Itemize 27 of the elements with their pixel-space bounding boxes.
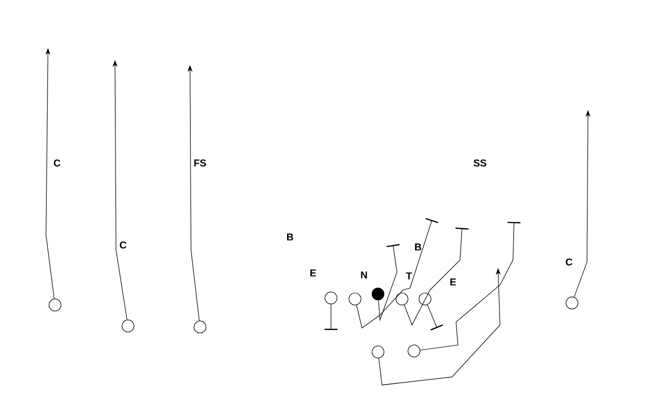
player-circle xyxy=(566,296,578,310)
player-circle xyxy=(396,292,408,306)
block-line xyxy=(427,304,443,330)
player-circle xyxy=(372,346,384,358)
position-letter: C xyxy=(120,241,126,249)
position-letter: E xyxy=(310,270,316,276)
block-line xyxy=(378,244,400,322)
position-letter: E xyxy=(450,278,456,286)
position-letter: B xyxy=(287,234,294,240)
block-line xyxy=(420,222,520,350)
player-circle xyxy=(194,320,206,334)
block-line xyxy=(324,304,338,330)
position-letter: C xyxy=(566,258,572,266)
position-letter: SS xyxy=(474,159,486,167)
player-circle xyxy=(348,292,362,306)
block-line xyxy=(404,228,468,326)
player-circle xyxy=(324,292,338,304)
position-letter: T xyxy=(406,272,412,280)
player-circle xyxy=(122,320,134,332)
player-circle xyxy=(48,298,62,312)
position-letter: C xyxy=(54,159,60,167)
player-circle xyxy=(418,292,432,306)
filled-player-circle xyxy=(372,288,384,300)
position-letter: N xyxy=(361,272,367,278)
position-letter: B xyxy=(415,244,422,250)
player-circle xyxy=(408,344,420,358)
position-letter: FS xyxy=(194,159,206,167)
